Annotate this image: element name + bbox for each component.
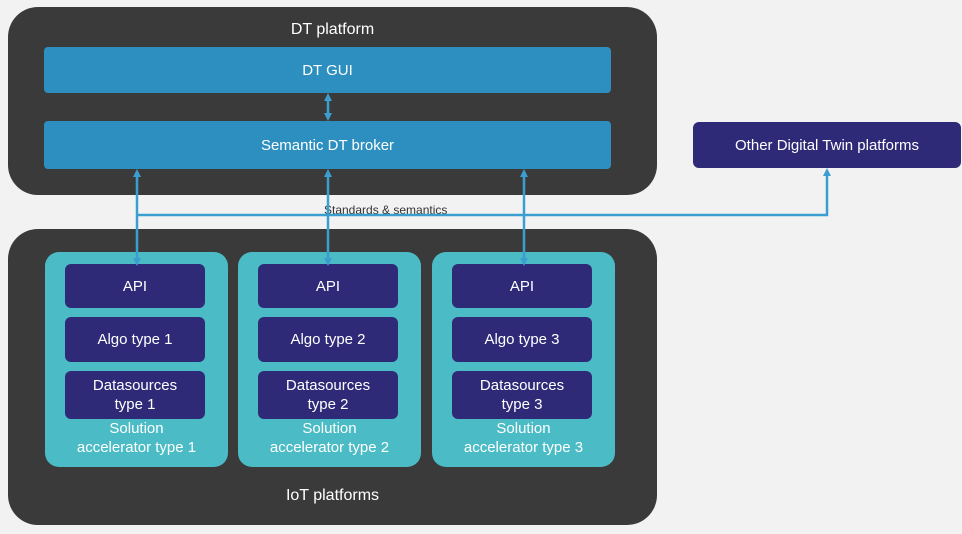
accelerator-label-3: Solution accelerator type 3 (432, 419, 615, 457)
dt-platform-title: DT platform (290, 21, 375, 38)
solution-accelerator-2: API Algo type 2 Datasources type 2 Solut… (238, 252, 421, 467)
algo-box-2: Algo type 2 (258, 317, 398, 362)
api-box-2: API (258, 264, 398, 308)
datasources-line1-2: Datasources (285, 377, 371, 394)
accelerator-label-line1-2: Solution (302, 420, 357, 437)
api-box-1: API (65, 264, 205, 308)
dt-platform-panel: DT platform DT GUI Semantic DT broker (8, 7, 657, 195)
semantic-dt-broker-box: Semantic DT broker (44, 121, 611, 169)
datasources-line2-3: type 3 (501, 396, 543, 413)
accelerator-label-line1-3: Solution (496, 420, 551, 437)
api-box-3: API (452, 264, 592, 308)
accelerator-label-1: Solution accelerator type 1 (45, 419, 228, 457)
solution-accelerator-1: API Algo type 1 Datasources type 1 Solut… (45, 252, 228, 467)
datasources-line2-1: type 1 (114, 396, 156, 413)
other-digital-twin-platforms-box: Other Digital Twin platforms (693, 122, 961, 168)
accelerator-label-line1-1: Solution (109, 420, 164, 437)
algo-box-3: Algo type 3 (452, 317, 592, 362)
accelerator-label-line2-3: accelerator type 3 (463, 439, 584, 456)
accelerator-label-2: Solution accelerator type 2 (238, 419, 421, 457)
dt-gui-box: DT GUI (44, 47, 611, 93)
datasources-box-2: Datasources type 2 (258, 371, 398, 419)
accelerator-label-line2-2: accelerator type 2 (269, 439, 390, 456)
iot-platforms-title: IoT platforms (285, 487, 380, 504)
datasources-line1-1: Datasources (92, 377, 178, 394)
datasources-line1-3: Datasources (479, 377, 565, 394)
solution-accelerator-3: API Algo type 3 Datasources type 3 Solut… (432, 252, 615, 467)
algo-box-1: Algo type 1 (65, 317, 205, 362)
datasources-box-1: Datasources type 1 (65, 371, 205, 419)
datasources-box-3: Datasources type 3 (452, 371, 592, 419)
accelerator-label-line2-1: accelerator type 1 (76, 439, 197, 456)
standards-semantics-label: Standards & semantics (324, 203, 448, 217)
datasources-line2-2: type 2 (307, 396, 349, 413)
